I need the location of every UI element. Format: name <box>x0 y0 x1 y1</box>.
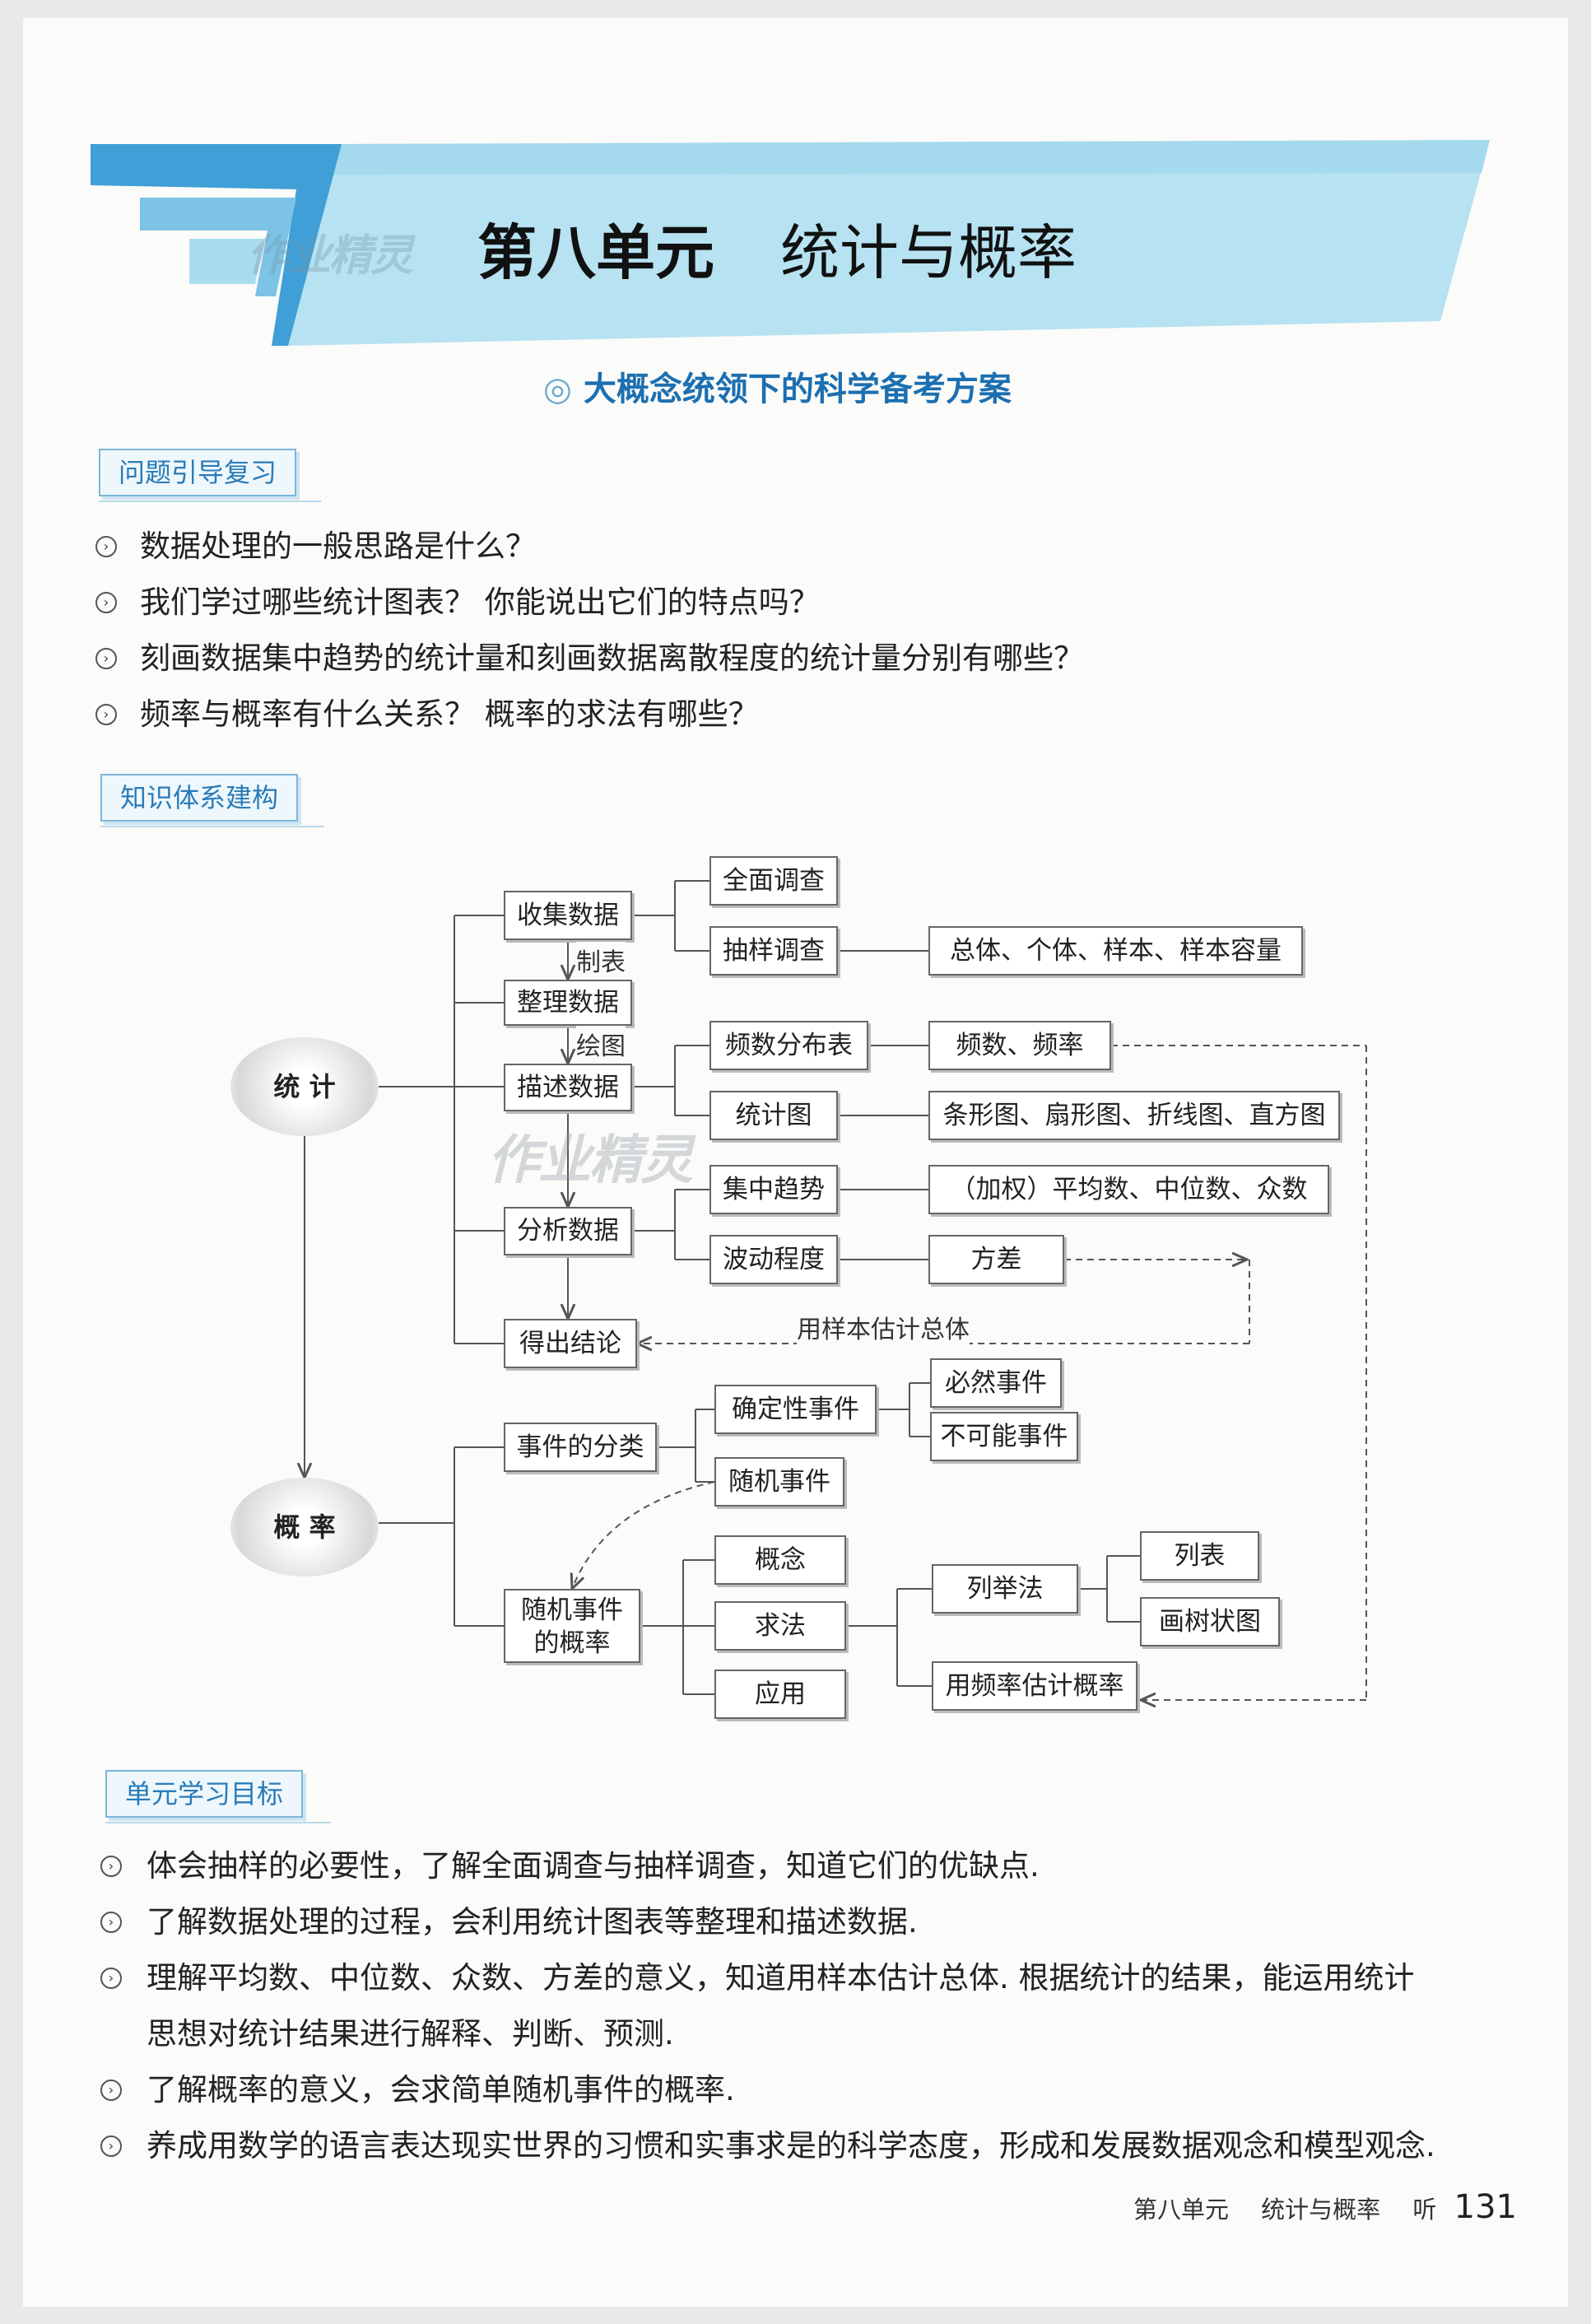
node-concept: 概念 <box>714 1535 846 1585</box>
edge-label-make-table: 制表 <box>576 942 626 978</box>
node-full-survey: 全面调查 <box>709 856 838 906</box>
page-number: 131 <box>1454 2188 1517 2226</box>
footer-listen: 听 <box>1412 2196 1437 2224</box>
chevron-right-icon: › <box>100 2079 122 2101</box>
footer-unit: 第八单元 <box>1133 2196 1229 2224</box>
node-organize-data: 整理数据 <box>504 980 632 1026</box>
node-event-classification: 事件的分类 <box>504 1423 657 1472</box>
node-certain-event: 必然事件 <box>930 1358 1062 1408</box>
list-item: ›频率与概率有什么关系？ 概率的求法有哪些？ <box>95 687 1084 743</box>
ring-icon: ◎ <box>543 370 572 408</box>
node-enumeration: 列举法 <box>932 1564 1078 1614</box>
node-central-tendency: 集中趋势 <box>709 1165 838 1214</box>
node-random-event: 随机事件 <box>714 1457 844 1507</box>
node-chart-types: 条形图、扇形图、折线图、直方图 <box>928 1091 1340 1140</box>
review-question-list: ›数据处理的一般思路是什么？ ›我们学过哪些统计图表？ 你能说出它们的特点吗？ … <box>95 519 1084 743</box>
edge-label-estimate: 用样本估计总体 <box>797 1309 970 1345</box>
subtitle: ◎ 大概念统领下的科学备考方案 <box>543 362 1012 410</box>
chevron-right-icon: › <box>100 1968 122 1989</box>
subtitle-text: 大概念统领下的科学备考方案 <box>583 370 1012 408</box>
node-analyze-data: 分析数据 <box>504 1207 632 1255</box>
node-application: 应用 <box>714 1670 846 1719</box>
probability-hub: 概 率 <box>230 1478 379 1577</box>
node-statistical-chart: 统计图 <box>709 1091 838 1140</box>
chevron-right-icon: › <box>95 648 117 669</box>
stats-hub: 统 计 <box>230 1037 379 1136</box>
watermark-text: 作业精灵 <box>487 1130 693 1191</box>
node-draw-conclusion: 得出结论 <box>504 1319 637 1368</box>
node-method: 求法 <box>714 1601 846 1651</box>
list-item: ›养成用数学的语言表达现实世界的习惯和实事求是的科学态度，形成和发展数据观念和模… <box>100 2118 1435 2174</box>
chevron-right-icon: › <box>95 536 117 557</box>
node-collect-data: 收集数据 <box>504 891 632 940</box>
node-frequency-table: 频数分布表 <box>709 1021 868 1070</box>
unit-title: 第八单元统计与概率 <box>477 204 1077 291</box>
node-random-event-probability: 随机事件 的概率 <box>504 1589 640 1663</box>
list-item: ›了解概率的意义，会求简单随机事件的概率. <box>100 2062 1435 2118</box>
chevron-right-icon: › <box>100 2135 122 2157</box>
node-central-measures: （加权）平均数、中位数、众数 <box>928 1165 1329 1214</box>
unit-subject: 统计与概率 <box>780 218 1077 287</box>
watermark-text: 作业精灵 <box>247 231 413 281</box>
chevron-right-icon: › <box>100 1856 122 1877</box>
chevron-right-icon: › <box>95 704 117 725</box>
list-item: ›体会抽样的必要性，了解全面调查与抽样调查，知道它们的优缺点. <box>100 1838 1435 1894</box>
node-variance: 方差 <box>928 1235 1064 1284</box>
node-frequency-estimate: 用频率估计概率 <box>932 1661 1137 1711</box>
section-tag-knowledge: 知识体系建构 <box>100 774 299 822</box>
list-item: ›理解平均数、中位数、众数、方差的意义，知道用样本估计总体. 根据统计的结果，能… <box>100 1950 1435 2006</box>
node-list-table: 列表 <box>1140 1531 1259 1581</box>
page-footer: 第八单元 统计与概率 听 131 <box>1133 2188 1517 2226</box>
learning-goals-list: ›体会抽样的必要性，了解全面调查与抽样调查，知道它们的优缺点. ›了解数据处理的… <box>100 1838 1435 2174</box>
section-tag-review: 问题引导复习 <box>99 449 297 496</box>
unit-number: 第八单元 <box>477 218 715 287</box>
list-item: ›我们学过哪些统计图表？ 你能说出它们的特点吗？ <box>95 575 1084 631</box>
node-sample-terms: 总体、个体、样本、样本容量 <box>928 926 1303 976</box>
footer-subject: 统计与概率 <box>1261 2196 1381 2224</box>
node-frequency: 频数、频率 <box>928 1021 1111 1070</box>
page <box>23 18 1568 2307</box>
node-deterministic-event: 确定性事件 <box>714 1385 877 1434</box>
list-item: ›数据处理的一般思路是什么？ <box>95 519 1084 575</box>
list-item: ›刻画数据集中趋势的统计量和刻画数据离散程度的统计量分别有哪些？ <box>95 631 1084 687</box>
node-dispersion: 波动程度 <box>709 1235 838 1284</box>
unit-banner: 作业精灵 第八单元统计与概率 <box>91 140 1490 346</box>
divider <box>105 1822 331 1823</box>
section-tag-goals: 单元学习目标 <box>105 1770 304 1818</box>
node-describe-data: 描述数据 <box>504 1064 632 1111</box>
list-item-continuation: 思想对统计结果进行解释、判断、预测. <box>147 2016 674 2052</box>
list-item: ›了解数据处理的过程，会利用统计图表等整理和描述数据. <box>100 1894 1435 1950</box>
node-tree-diagram: 画树状图 <box>1140 1597 1280 1646</box>
edge-label-draw-chart: 绘图 <box>576 1026 626 1062</box>
divider <box>99 501 321 502</box>
chevron-right-icon: › <box>100 1912 122 1933</box>
node-impossible-event: 不可能事件 <box>930 1412 1078 1461</box>
divider <box>100 826 324 827</box>
node-sample-survey: 抽样调查 <box>709 926 838 976</box>
chevron-right-icon: › <box>95 592 117 613</box>
banner-graphic <box>91 140 1490 346</box>
